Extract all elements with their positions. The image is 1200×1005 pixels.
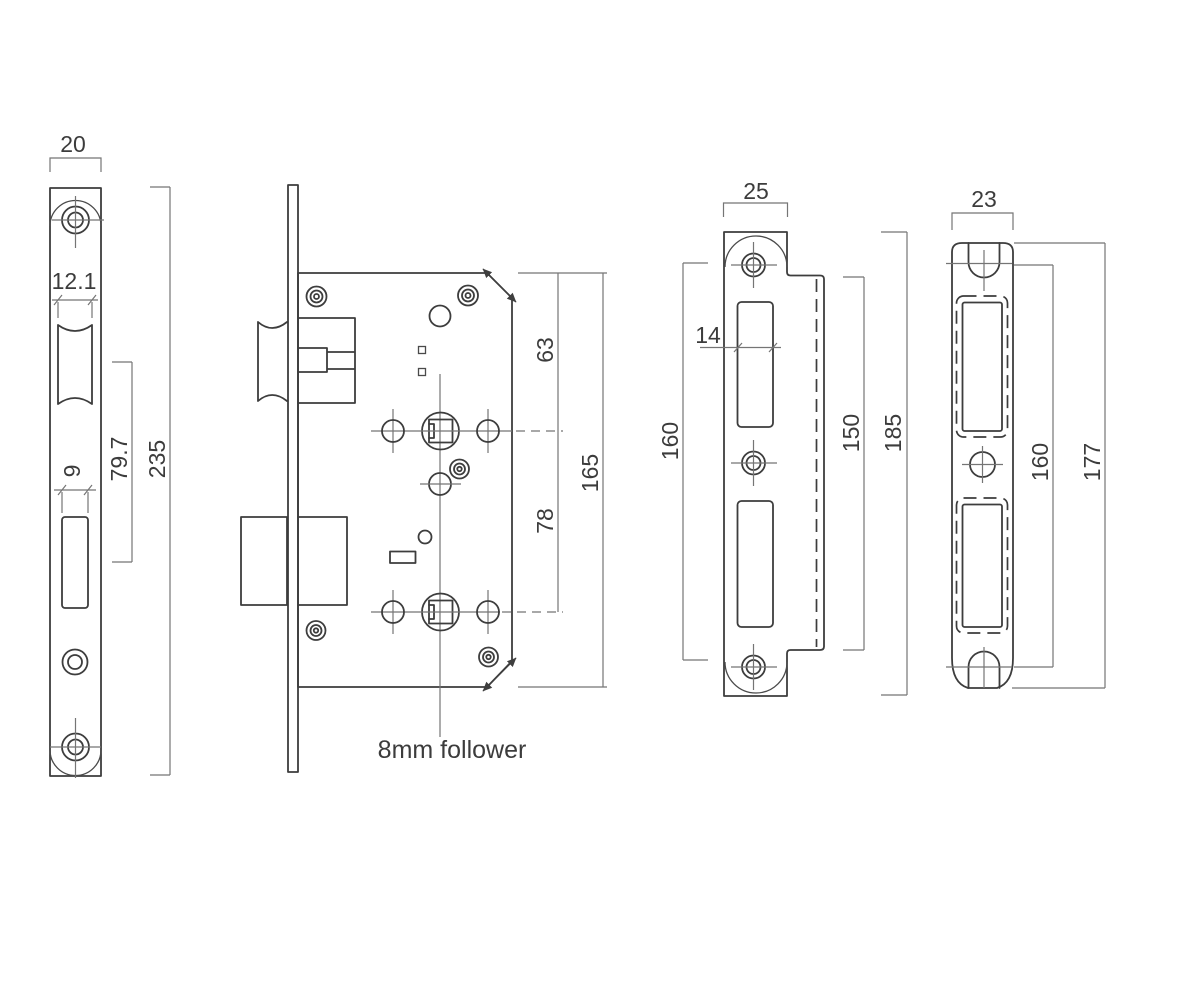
forend-strip xyxy=(287,184,299,773)
follower-note-label: 8mm follower xyxy=(378,736,527,764)
lock-case-outline xyxy=(297,272,513,688)
dim-line-box-160 xyxy=(1014,264,1054,668)
faceplate-front-view: 20 12.1 9 79.7 235 xyxy=(49,131,171,778)
strike-screw-holes xyxy=(731,242,777,690)
dim-line-150 xyxy=(843,276,865,651)
dim-strike-width: 25 xyxy=(743,178,769,204)
dim-faceplate-width: 20 xyxy=(60,131,86,157)
dim-line-9 xyxy=(54,484,96,513)
strike-plate-view: 14 25 160 150 185 xyxy=(657,178,908,697)
upper-spindle-follower xyxy=(371,409,563,453)
deadbolt-slot xyxy=(61,516,89,609)
latch-box-opening xyxy=(961,301,1003,432)
dim-screw-centres: 160 xyxy=(657,422,683,460)
dim-bracket-20 xyxy=(49,157,102,172)
dim-bolt-slot-width: 9 xyxy=(59,465,85,478)
dim-line-12-1 xyxy=(52,294,98,318)
dim-latch-to-bolt: 79.7 xyxy=(106,437,132,482)
top-notch xyxy=(946,242,1012,291)
deadbolt-keep-opening xyxy=(736,500,774,628)
deadbolt-box-opening xyxy=(961,503,1003,628)
dim-case-height: 165 xyxy=(577,454,603,492)
strike-plate-outline xyxy=(723,231,825,697)
latch-bolt xyxy=(257,317,356,404)
mid-case-details xyxy=(389,472,461,564)
faceplate-plain-hole xyxy=(61,648,89,676)
dim-leader-14 xyxy=(700,342,781,353)
deadbolt-box-dashed xyxy=(955,497,1009,634)
dim-top-to-spindle: 63 xyxy=(532,337,558,363)
faceplate-bottom-screw-hole xyxy=(50,718,101,778)
bottom-chamfer-arrow xyxy=(482,657,517,692)
dim-notch-centres: 160 xyxy=(1027,443,1053,481)
latch-keep-opening xyxy=(736,301,774,428)
strike-box-outline xyxy=(951,242,1014,689)
dim-opening-width: 14 xyxy=(695,322,721,348)
dim-spindle-spacing: 78 xyxy=(532,508,558,534)
deadbolt xyxy=(240,516,348,606)
dim-bracket-23 xyxy=(951,212,1014,230)
strike-box-view: 23 160 177 xyxy=(946,186,1106,689)
dim-faceplate-height: 235 xyxy=(144,440,170,478)
latch-box-dashed xyxy=(955,295,1009,438)
dim-line-185 xyxy=(881,231,908,696)
cylinder-hole xyxy=(428,304,452,328)
dim-line-79-7 xyxy=(112,361,133,563)
dim-strike-height: 185 xyxy=(880,414,906,452)
faceplate-top-screw-hole xyxy=(52,196,104,248)
case-screw-bosses xyxy=(305,284,499,668)
adjustment-square-1 xyxy=(417,345,427,355)
dim-flange-height: 150 xyxy=(838,414,864,452)
dim-line-235 xyxy=(150,186,171,776)
lower-spindle-follower xyxy=(371,590,563,634)
dim-bracket-25 xyxy=(722,202,789,217)
dim-box-width: 23 xyxy=(971,186,997,212)
mid-fixing-hole xyxy=(962,446,1003,483)
dim-line-160 xyxy=(682,262,708,661)
dim-latch-slot-width: 12.1 xyxy=(52,268,97,294)
lock-case-side-view: 63 78 165 8mm follower xyxy=(240,184,607,773)
case-dim-lines xyxy=(518,272,607,688)
dim-box-height: 177 xyxy=(1079,443,1105,481)
dim-line-177 xyxy=(1012,242,1106,689)
bottom-notch xyxy=(946,647,1012,689)
latch-bolt-slot xyxy=(57,324,93,405)
top-chamfer-arrow xyxy=(482,268,517,303)
adjustment-square-2 xyxy=(417,367,427,377)
strike-plate-end-radius-arcs xyxy=(724,235,788,694)
